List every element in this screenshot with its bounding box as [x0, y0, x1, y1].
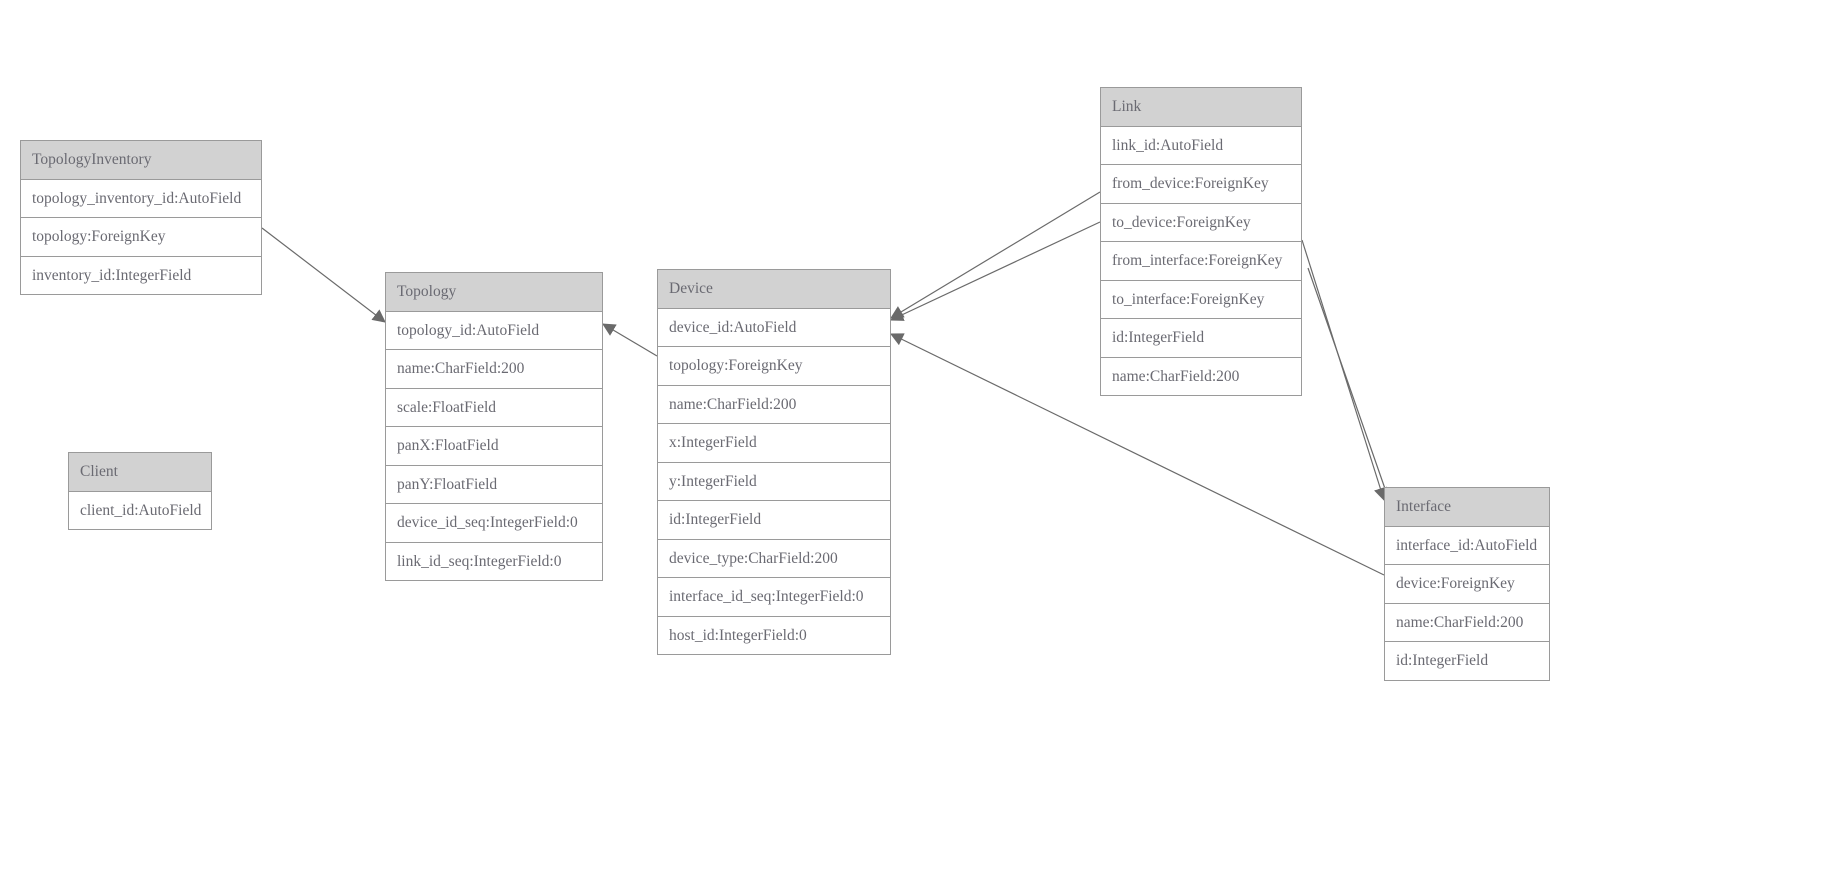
entity-field: device_type:CharField:200 — [658, 539, 890, 578]
entity-field: scale:FloatField — [386, 388, 602, 427]
entity-field: device_id:AutoField — [658, 308, 890, 347]
relationship-link-from-device-to-device — [890, 191, 1101, 319]
entity-field: from_interface:ForeignKey — [1101, 242, 1301, 281]
entity-field: topology:ForeignKey — [658, 347, 890, 386]
entity-field: from_device:ForeignKey — [1101, 165, 1301, 204]
entity-field: host_id:IntegerField:0 — [658, 616, 890, 654]
relationship-link-from-interface-to-interface — [1301, 239, 1387, 502]
entity-field: topology_inventory_id:AutoField — [21, 179, 261, 218]
entity-field: y:IntegerField — [658, 462, 890, 501]
entity-field: name:CharField:200 — [1101, 357, 1301, 395]
entity-field: id:IntegerField — [658, 501, 890, 540]
entity-field: panY:FloatField — [386, 465, 602, 504]
entity-field: interface_id:AutoField — [1385, 526, 1549, 565]
entity-field: link_id_seq:IntegerField:0 — [386, 542, 602, 580]
entity-field: client_id:AutoField — [69, 491, 211, 529]
entity-field: name:CharField:200 — [1385, 603, 1549, 642]
entity-title-interface: Interface — [1385, 488, 1549, 527]
entity-field: to_interface:ForeignKey — [1101, 280, 1301, 319]
entity-field: x:IntegerField — [658, 424, 890, 463]
entity-field: name:CharField:200 — [386, 350, 602, 389]
entity-field: to_device:ForeignKey — [1101, 203, 1301, 242]
relationship-device-to-topology — [602, 323, 658, 357]
entity-field: name:CharField:200 — [658, 385, 890, 424]
relationship-link-to-device-to-device — [890, 221, 1101, 321]
entity-field: inventory_id:IntegerField — [21, 256, 261, 294]
entity-title-device: Device — [658, 270, 890, 309]
entity-title-topology: Topology — [386, 273, 602, 312]
entity-field: id:IntegerField — [1385, 642, 1549, 680]
entity-field: link_id:AutoField — [1101, 126, 1301, 165]
entity-field: device_id_seq:IntegerField:0 — [386, 504, 602, 543]
relationship-topologyinventory-to-topology — [261, 227, 386, 323]
entity-field: id:IntegerField — [1101, 319, 1301, 358]
entity-field: panX:FloatField — [386, 427, 602, 466]
relationship-link-to-interface-to-interface — [1307, 267, 1393, 505]
entity-field: device:ForeignKey — [1385, 565, 1549, 604]
entity-field: interface_id_seq:IntegerField:0 — [658, 578, 890, 617]
entity-title-link: Link — [1101, 88, 1301, 127]
entity-title-topologyinventory: TopologyInventory — [21, 141, 261, 180]
entity-title-client: Client — [69, 453, 211, 492]
entity-field: topology:ForeignKey — [21, 218, 261, 257]
entity-field: topology_id:AutoField — [386, 311, 602, 350]
